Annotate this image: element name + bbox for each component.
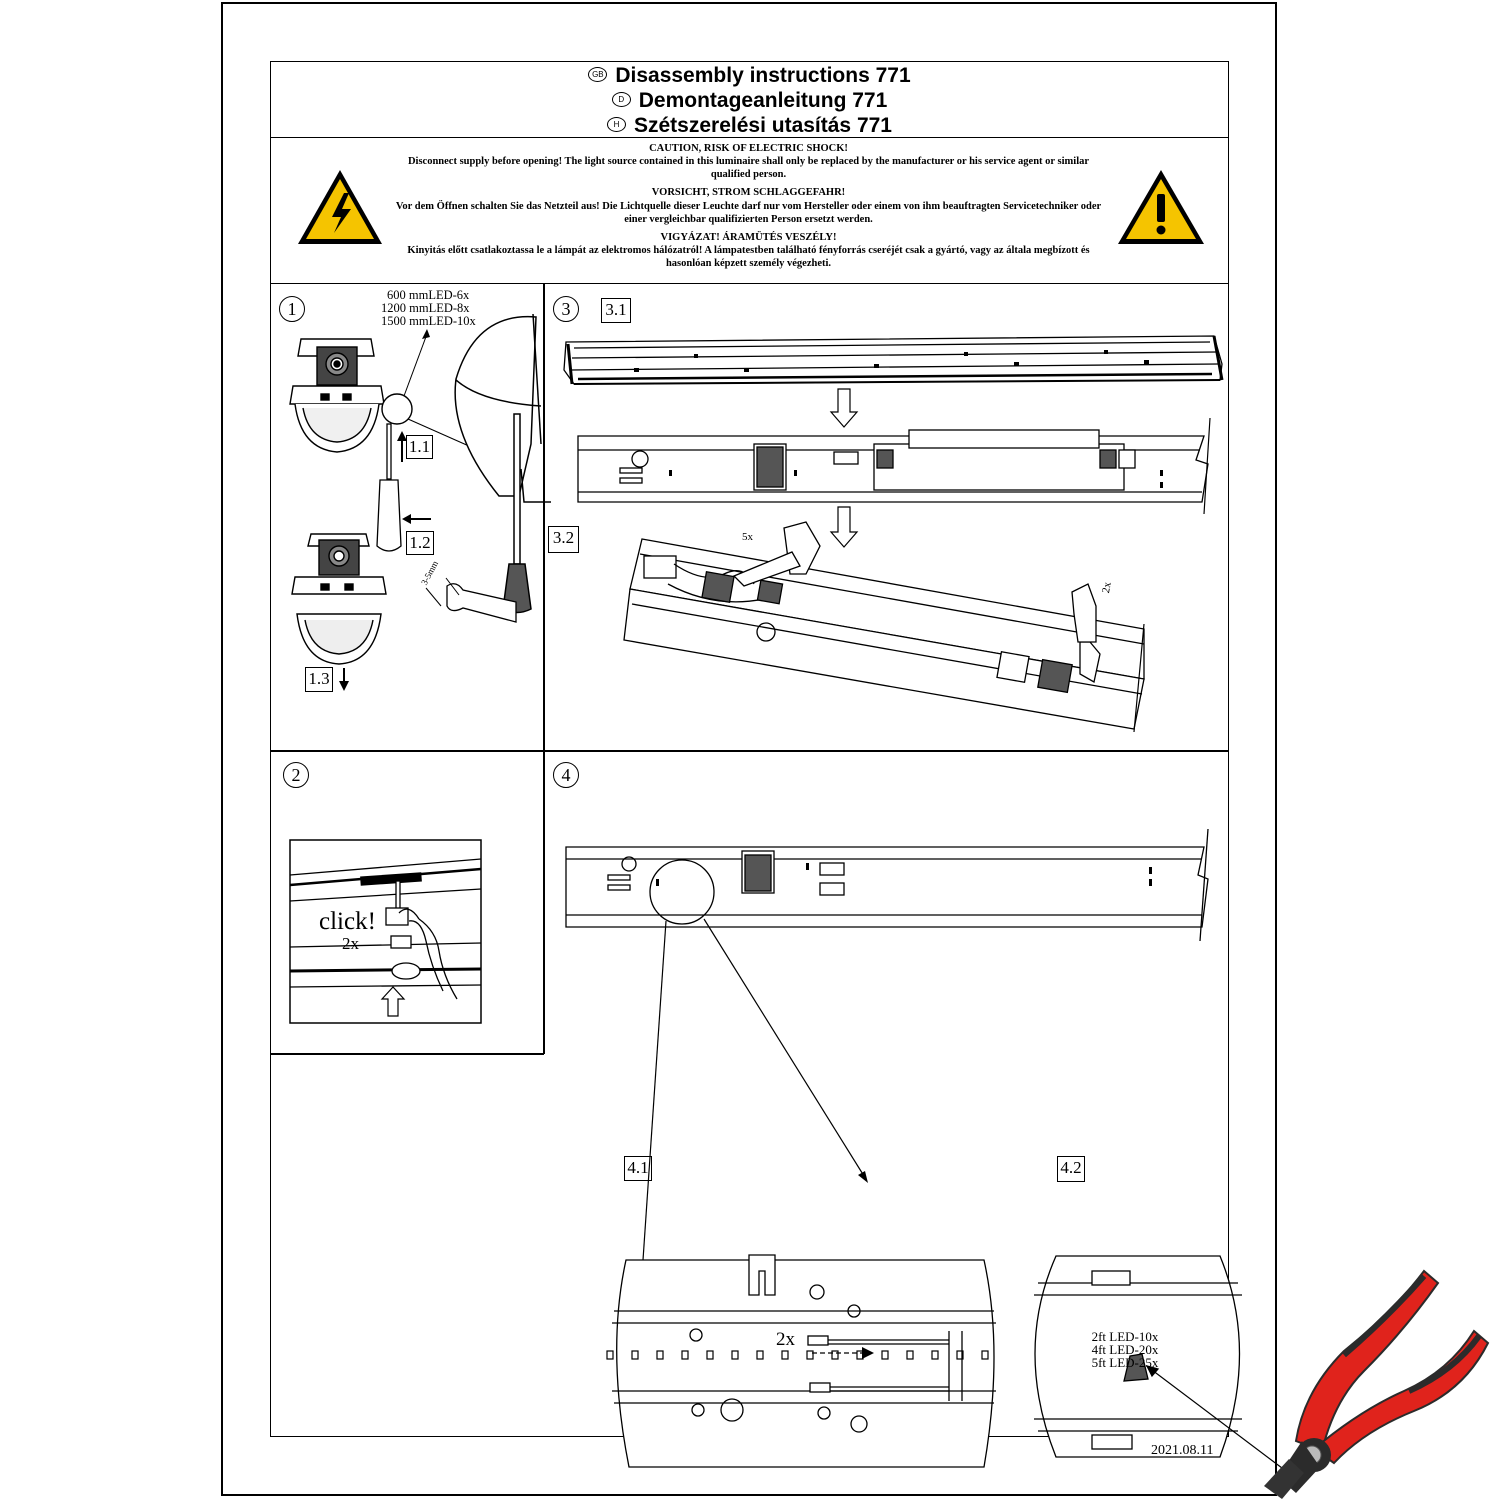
lang-badge-d: D [611, 91, 631, 107]
step3-1-tag: 3.1 [601, 298, 631, 323]
cutting-pliers-icon [1264, 1269, 1490, 1499]
step4-number: 4 [553, 762, 579, 788]
step3-2-tag: 3.2 [548, 526, 579, 553]
step1-number: 1 [279, 296, 305, 322]
step1-panel: 1 600 mmLED-6x 1200 mmLED-8x 1500 mmLED-… [271, 284, 551, 750]
warning-text-en: Disconnect supply before opening! The li… [407, 156, 1090, 180]
step4-illustration [565, 828, 1490, 1499]
step3-panel: 3 3.1 3.2 [544, 284, 1230, 750]
step4-led-list: 2ft LED-10x 4ft LED-20x 5ft LED-25x [1091, 1329, 1159, 1370]
warning-text-hu: Kinyitás előtt csatlakoztassa le a lámpá… [407, 245, 1090, 269]
step4-1-tag: 4.1 [624, 1156, 652, 1181]
document-date: 2021.08.11 [1151, 1443, 1214, 1458]
warning-text-de: Vor dem Öffnen schalten Sie das Netzteil… [395, 201, 1102, 225]
step3-number: 3 [553, 296, 579, 322]
panel2-bottom-border [271, 1053, 544, 1055]
electric-hazard-icon [298, 170, 382, 244]
warning-title-en: CAUTION, RISK OF ELECTRIC SHOCK! [649, 143, 848, 154]
step2-illustration [289, 839, 482, 1024]
step1-2-tag: 1.2 [406, 531, 434, 555]
step3-count-5x: 5x [742, 531, 753, 543]
step1-3-tag: 1.3 [305, 667, 333, 692]
step1-led-list: 600 mmLED-6x 1200 mmLED-8x 1500 mmLED-10… [381, 288, 476, 328]
step3-illustration [563, 335, 1224, 733]
step4-count: 2x [776, 1329, 795, 1350]
general-warning-icon [1118, 170, 1204, 244]
panel-divider-horizontal [271, 750, 1228, 752]
warning-title-hu: VIGYÁZAT! ÁRAMÜTÉS VESZÉLY! [660, 232, 837, 243]
step1-illustration [289, 313, 551, 691]
step2-count: 2x [342, 934, 359, 953]
step3-count-2x: 2x [1100, 581, 1114, 595]
step2-panel: 2 click! 2x [271, 751, 543, 1053]
click-label: click! [319, 908, 376, 935]
lang-badge-gb: GB [588, 66, 608, 82]
step2-number: 2 [283, 762, 309, 788]
step1-1-tag: 1.1 [406, 435, 433, 459]
step4-panel: 4 4.1 4.2 [544, 751, 1490, 1499]
lang-badge-h: H [607, 116, 626, 132]
warning-title-de: VORSICHT, STROM SCHLAGGEFAHR! [651, 187, 846, 198]
step4-2-tag: 4.2 [1057, 1156, 1085, 1182]
safety-warning-section: CAUTION, RISK OF ELECTRIC SHOCK! Disconn… [271, 138, 1228, 284]
document-sheet [221, 2, 1277, 1496]
panel-divider-vertical [543, 284, 545, 1054]
